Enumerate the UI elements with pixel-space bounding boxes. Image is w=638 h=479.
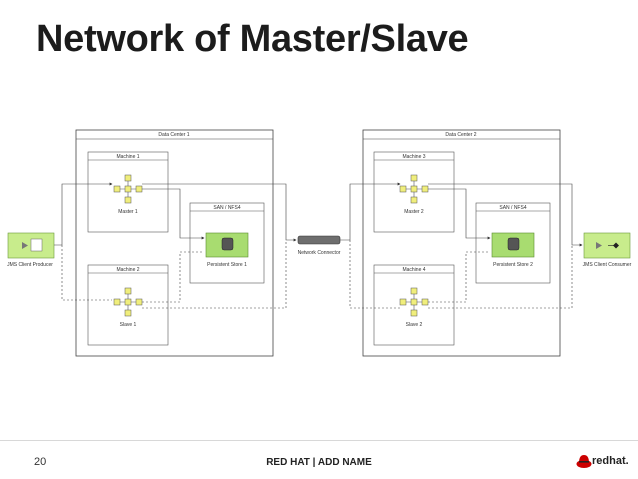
broker-master-1 [113,174,143,204]
broker-slave-2 [399,287,429,317]
jms-client-consumer: JMS Client Consumer [583,232,632,268]
broker-slave-2-label: Slave 2 [406,322,423,328]
network-connector-label: Network Connector [298,250,341,256]
diamond-icon [613,242,619,249]
persistent-store-1: Persistent Store 1 [205,232,249,268]
data-center-2-label: Data Center 2 [445,132,476,138]
play-icon [22,242,28,249]
jms-client-producer: JMS Client Producer [7,232,55,268]
machine-4-label: Machine 4 [402,267,425,273]
broker-slave-1-label: Slave 1 [120,322,137,328]
jms-client-consumer-label: JMS Client Consumer [583,262,632,268]
footer-text: RED HAT | ADD NAME [266,457,372,468]
broker-master-2 [399,174,429,204]
san-box-2: SAN / NFS4 [475,202,551,284]
connectors [54,182,583,309]
persistent-store-2: Persistent Store 2 [491,232,535,268]
hat-icon [576,455,592,468]
broker-master-1-label: Master 1 [118,209,138,215]
play-icon [596,242,602,249]
machine-2-label: Machine 2 [116,267,139,273]
san-box-2-label: SAN / NFS4 [499,205,526,211]
broker-slave-1 [113,287,143,317]
architecture-diagram: Data Center 1 Data Center 2 Machine 1 Ma… [7,129,632,357]
san-box-1-label: SAN / NFS4 [213,205,240,211]
slide-title: Network of Master/Slave [36,18,469,60]
persistent-store-2-label: Persistent Store 2 [493,262,533,268]
jms-client-producer-label: JMS Client Producer [7,262,53,268]
broker-master-2-label: Master 2 [404,209,424,215]
footer-divider [0,440,638,441]
data-center-1-label: Data Center 1 [158,132,189,138]
machine-1-label: Machine 1 [116,154,139,160]
machine-3-label: Machine 3 [402,154,425,160]
persistent-store-1-label: Persistent Store 1 [207,262,247,268]
logo-text: redhat. [592,455,629,467]
network-connector: Network Connector [298,235,341,256]
redhat-logo: redhat. [576,452,632,472]
page-number: 20 [34,456,47,468]
